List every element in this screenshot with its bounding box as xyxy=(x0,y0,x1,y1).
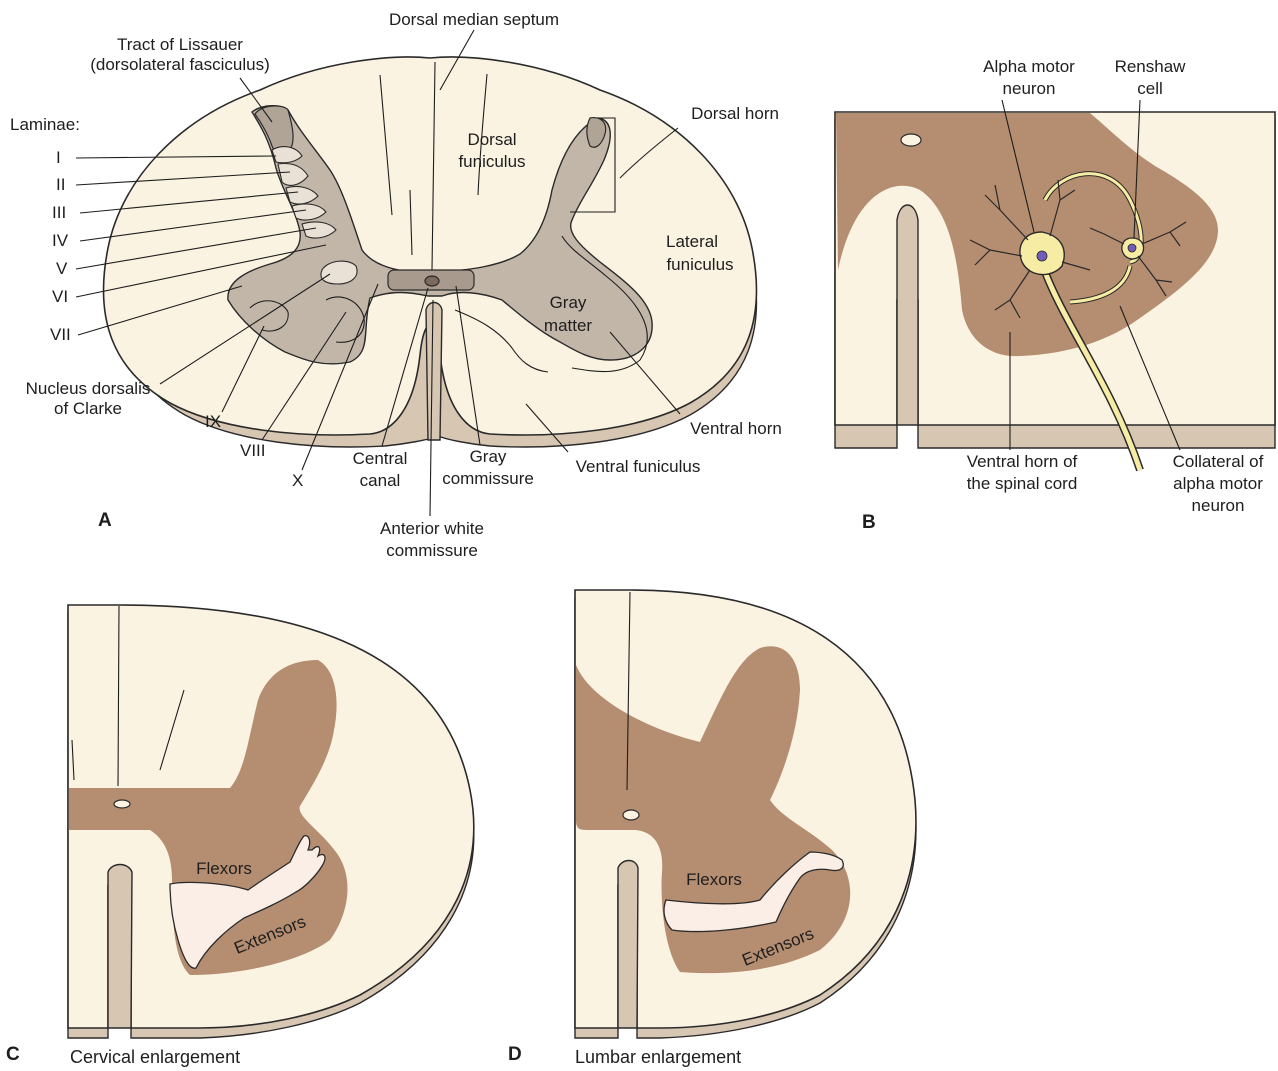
label-dorsal: Dorsal xyxy=(467,130,516,149)
caption-lumbar: Lumbar enlargement xyxy=(575,1047,741,1067)
label-funiculus: funiculus xyxy=(458,152,525,171)
label-lamina-ix: IX xyxy=(205,412,221,431)
ventral-fissure xyxy=(426,303,442,441)
panel-letter-b: B xyxy=(862,512,876,533)
lamina-label: IV xyxy=(52,231,69,250)
lamina-label: VII xyxy=(50,325,71,344)
label-alpha-motor: Alpha motor xyxy=(983,57,1075,76)
label-renshaw: Renshaw xyxy=(1115,57,1187,76)
panel-c: Flexors Extensors C Cervical enlargement xyxy=(6,605,474,1067)
label-anterior-commissure: commissure xyxy=(386,541,478,560)
label-nucleus-dorsalis: Nucleus dorsalis xyxy=(26,379,151,398)
label-gray: Gray xyxy=(470,447,507,466)
label-lateral: Lateral xyxy=(666,232,718,251)
ventral-fissure-c xyxy=(108,865,132,1029)
label-laminae: Laminae: xyxy=(10,115,80,134)
ventral-fissure-b xyxy=(897,205,918,425)
panel-letter-c: C xyxy=(6,1044,20,1065)
caption-cervical: Cervical enlargement xyxy=(70,1047,240,1067)
lamina-label: I xyxy=(56,148,61,167)
label-matter: matter xyxy=(544,316,593,335)
label-dorsolateral-fasciculus: (dorsolateral fasciculus) xyxy=(90,55,270,74)
label-lamina-x: X xyxy=(292,471,303,490)
label-gray-1: Gray xyxy=(550,293,587,312)
label-commissure: commissure xyxy=(442,469,534,488)
label-flexors-d: Flexors xyxy=(686,870,742,889)
ventral-fissure-d xyxy=(618,861,638,1029)
lamina-label: II xyxy=(56,175,65,194)
laminae-labels: I II III IV V VI VII xyxy=(50,148,71,344)
panel-d: Flexors Extensors D Lumbar enlargement xyxy=(508,590,916,1067)
lamina-label: V xyxy=(56,259,68,278)
lamina-label: VI xyxy=(52,287,68,306)
label-alpha-neuron: neuron xyxy=(1003,79,1056,98)
panel-letter-d: D xyxy=(508,1044,522,1065)
label-tract-of-lissauer: Tract of Lissauer xyxy=(117,35,243,54)
label-ventral-funiculus: Ventral funiculus xyxy=(576,457,701,476)
label-the-spinal-cord: the spinal cord xyxy=(967,474,1078,493)
label-anterior-white: Anterior white xyxy=(380,519,484,538)
label-flexors-c: Flexors xyxy=(196,859,252,878)
label-lateral-funiculus: funiculus xyxy=(666,255,733,274)
label-canal: canal xyxy=(360,471,401,490)
central-canal-c xyxy=(114,800,130,808)
label-central: Central xyxy=(353,449,408,468)
central-canal xyxy=(425,276,439,286)
label-dorsal-median-septum: Dorsal median septum xyxy=(389,10,559,29)
lamina-label: III xyxy=(52,203,66,222)
label-collateral-alpha-motor: alpha motor xyxy=(1173,474,1263,493)
panel-b: Alpha motor neuron Renshaw cell Ventral … xyxy=(835,57,1275,533)
label-lamina-viii: VIII xyxy=(240,441,266,460)
label-collateral-of: Collateral of xyxy=(1173,452,1264,471)
label-of-clarke: of Clarke xyxy=(54,399,122,418)
panel-a: Dorsal median septum Tract of Lissauer (… xyxy=(10,10,782,560)
label-ventral-horn-of: Ventral horn of xyxy=(967,452,1078,471)
panel-letter-a: A xyxy=(98,510,112,531)
label-collateral-neuron: neuron xyxy=(1192,496,1245,515)
label-dorsal-horn: Dorsal horn xyxy=(691,104,779,123)
central-canal-d xyxy=(623,810,639,820)
label-renshaw-cell: cell xyxy=(1137,79,1163,98)
label-ventral-horn: Ventral horn xyxy=(690,419,782,438)
central-canal-b xyxy=(901,134,921,146)
